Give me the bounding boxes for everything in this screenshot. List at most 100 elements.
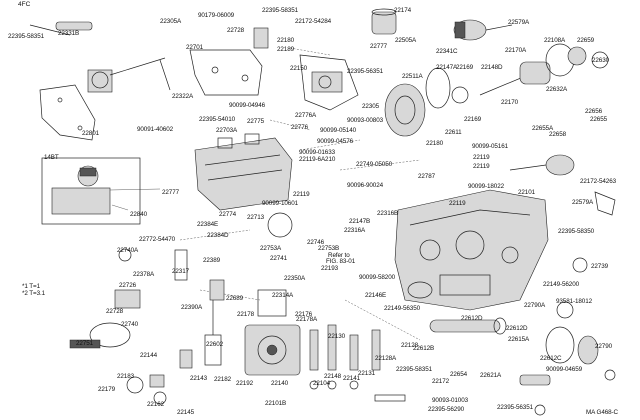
part-label: 22143 [190, 375, 208, 382]
part-label: 22612C [540, 355, 562, 362]
part-label: 14BT [44, 154, 59, 161]
part-label: 22658 [549, 131, 567, 138]
part-label: 22395-54010 [199, 116, 236, 123]
part-label: 22654 [450, 371, 468, 378]
part-label: 22395-58351 [8, 33, 45, 40]
part-label: 22128A [375, 355, 397, 362]
part-label: 22384E [197, 221, 219, 228]
part-label: 22776 [291, 124, 309, 131]
pump-housing-22101 [394, 189, 549, 311]
part-label: 22119 [449, 200, 466, 207]
inset-14bt-frame [41, 157, 141, 225]
part-label: 22119 [293, 191, 310, 198]
part-label: 22147B [349, 218, 371, 225]
part-label: 90179-06009 [198, 12, 235, 19]
solenoid-top [453, 19, 513, 41]
part-label: 22790A [524, 302, 546, 309]
part-label: 22101 [518, 189, 536, 196]
part-label: 22341C [436, 48, 458, 55]
part-label: 22602 [206, 341, 224, 348]
part-label: 22689 [226, 295, 244, 302]
part-label: 22131 [358, 370, 376, 377]
part-label: 22149-56200 [543, 281, 580, 288]
part-label: 22150 [290, 65, 308, 72]
part-label: 22777 [370, 43, 388, 50]
part-label: 90099-04946 [229, 102, 266, 109]
part-label: 22176 [295, 311, 313, 318]
part-label: 22659 [577, 37, 595, 44]
part-label: 22119 [473, 154, 490, 161]
part-label: 22740A [117, 247, 139, 254]
part-label: 22146E [365, 292, 387, 299]
part-label: 22172-54263 [580, 178, 617, 185]
part-label: 90096-90024 [347, 182, 384, 189]
left-lower-parts [69, 212, 588, 349]
part-label: 22728 [106, 308, 124, 315]
part-label: 22331B [58, 30, 80, 37]
distributor-head-22140 [244, 289, 301, 376]
part-label: 22174 [394, 7, 412, 14]
part-label: 22395-58351 [262, 7, 299, 14]
part-label: 22505A [395, 37, 417, 44]
part-label: 22317 [172, 268, 190, 275]
part-label: Refer to [328, 252, 350, 259]
part-label: 22178 [237, 311, 255, 318]
part-label: 22840 [130, 211, 148, 218]
part-label: 22314A [272, 292, 294, 299]
part-label: 22119 [473, 163, 490, 170]
part-label: *1 T=1 [22, 283, 41, 290]
part-label: 90099-04576 [317, 138, 354, 145]
part-label: 22772-54470 [139, 236, 176, 243]
part-label: 22148 [324, 373, 342, 380]
part-label: 22183 [117, 373, 135, 380]
shaft-22174 [371, 8, 397, 35]
part-label: 90093-00803 [347, 117, 384, 124]
part-label: 22777 [162, 189, 180, 196]
part-label: 22108A [544, 37, 566, 44]
bottom-right-parts [374, 369, 616, 416]
part-label: 22141 [343, 375, 361, 382]
part-label: 22169 [464, 116, 482, 123]
part-label: 22751 [76, 340, 94, 347]
part-label: 22579A [508, 19, 530, 26]
part-label: 22615A [508, 336, 530, 343]
part-label: 22350A [284, 275, 306, 282]
part-label: 22101B [265, 400, 287, 407]
part-label: 22739 [591, 263, 609, 270]
part-label: 22612B [413, 345, 435, 352]
part-label: 22145 [177, 409, 195, 416]
part-label: 22180 [426, 140, 444, 147]
part-label: 22801 [82, 130, 100, 137]
part-label: 22749-05050 [356, 161, 393, 168]
part-label: 22140 [271, 380, 289, 387]
part-label: 22305A [160, 18, 182, 25]
part-label: 22390A [181, 304, 203, 311]
part-label: 22316A [344, 227, 366, 234]
part-label: 22787 [418, 173, 436, 180]
lever-22305 [299, 54, 359, 111]
bracket-22801 [29, 21, 171, 141]
part-label: 22395-58350 [558, 228, 595, 235]
part-label: 22790 [595, 343, 613, 350]
part-label: 90099-10601 [262, 200, 299, 207]
part-label: 22612D [506, 325, 528, 332]
part-label: 22655 [590, 116, 608, 123]
part-label: 90093-01003 [432, 397, 469, 404]
part-label: 22395-56351 [347, 68, 384, 75]
bracket-22701 [189, 27, 269, 96]
part-label: 22179 [98, 386, 116, 393]
delivery-valves [309, 324, 381, 390]
part-label: 22128 [401, 342, 419, 349]
timer-piston [429, 317, 599, 365]
part-label: *2 T=3.1 [22, 290, 46, 297]
part-label: 22148D [481, 64, 503, 71]
part-label: 22378A [133, 271, 155, 278]
part-label: 22630 [592, 57, 610, 64]
part-label: 22395-56351 [497, 404, 534, 411]
part-label: 22149-56350 [384, 305, 421, 312]
diagram-header: 4FC [18, 1, 31, 8]
part-label: 22147A [436, 64, 458, 71]
plunger-parts [126, 300, 222, 405]
part-label: 22726 [119, 282, 137, 289]
part-label: MA G468-C [586, 409, 618, 416]
